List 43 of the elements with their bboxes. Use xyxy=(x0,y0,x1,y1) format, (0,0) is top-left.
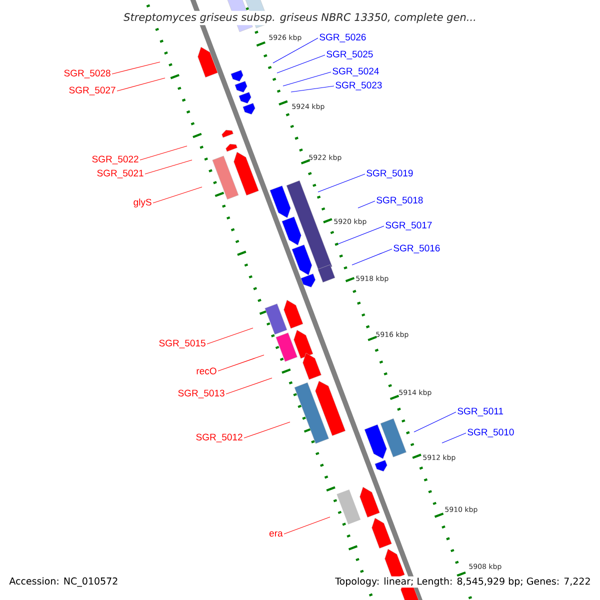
leader-line xyxy=(152,186,202,204)
gene-label: SGR_5016 xyxy=(394,244,440,254)
gene-label: SGR_5011 xyxy=(458,408,504,416)
gene-label: era xyxy=(269,531,283,537)
gene-label: SGR_5013 xyxy=(178,390,224,398)
gene-label: SGR_5028 xyxy=(64,70,110,78)
leader-line xyxy=(244,422,290,438)
title: Streptomyces griseus subsp. griseus NBRC 13350, complete gen... xyxy=(122,10,478,26)
leader-line xyxy=(144,160,192,174)
leader-line xyxy=(112,62,160,74)
gene-label: SGR_5019 xyxy=(366,170,413,178)
gene-label: SGR_5023 xyxy=(336,82,382,90)
accession-text: Accession: NC_010572 xyxy=(8,576,120,588)
gene-label: SGR_5015 xyxy=(159,340,206,348)
gene-label: SGR_5025 xyxy=(326,50,373,60)
leader-line xyxy=(338,226,384,244)
gene-label: SGR_5021 xyxy=(97,170,144,178)
leader-line xyxy=(140,146,188,160)
leader-line xyxy=(414,412,456,432)
leader-line xyxy=(282,72,332,86)
gene-label: SGR_5018 xyxy=(376,196,423,206)
leader-line xyxy=(318,174,366,192)
leader-line xyxy=(358,200,376,208)
genome-info-text: Topology: linear; Length: 8,545,929 bp; Genes: 7,222 xyxy=(334,576,592,588)
gene-label: SGR_5017 xyxy=(386,222,432,230)
gene-label: SGR_5022 xyxy=(92,156,138,164)
gene-label: glyS xyxy=(134,198,152,208)
leader-line xyxy=(206,328,254,344)
gene-label: SGR_5010 xyxy=(468,428,514,438)
gene-label: SGR_5026 xyxy=(320,34,366,42)
leader-line xyxy=(290,86,334,92)
gene-label: SGR_5012 xyxy=(196,434,242,442)
leader-line xyxy=(442,432,466,444)
gene-label: SGR_5024 xyxy=(332,68,379,76)
leader-line xyxy=(226,378,272,394)
gene-label: recO xyxy=(196,368,216,374)
leader-line xyxy=(284,516,330,534)
leader-line xyxy=(272,38,318,64)
leader-line xyxy=(276,54,326,74)
leader-line xyxy=(352,248,392,266)
gene-label: SGR_5027 xyxy=(69,86,116,96)
leader-line xyxy=(116,78,166,92)
leader-line xyxy=(218,354,264,372)
